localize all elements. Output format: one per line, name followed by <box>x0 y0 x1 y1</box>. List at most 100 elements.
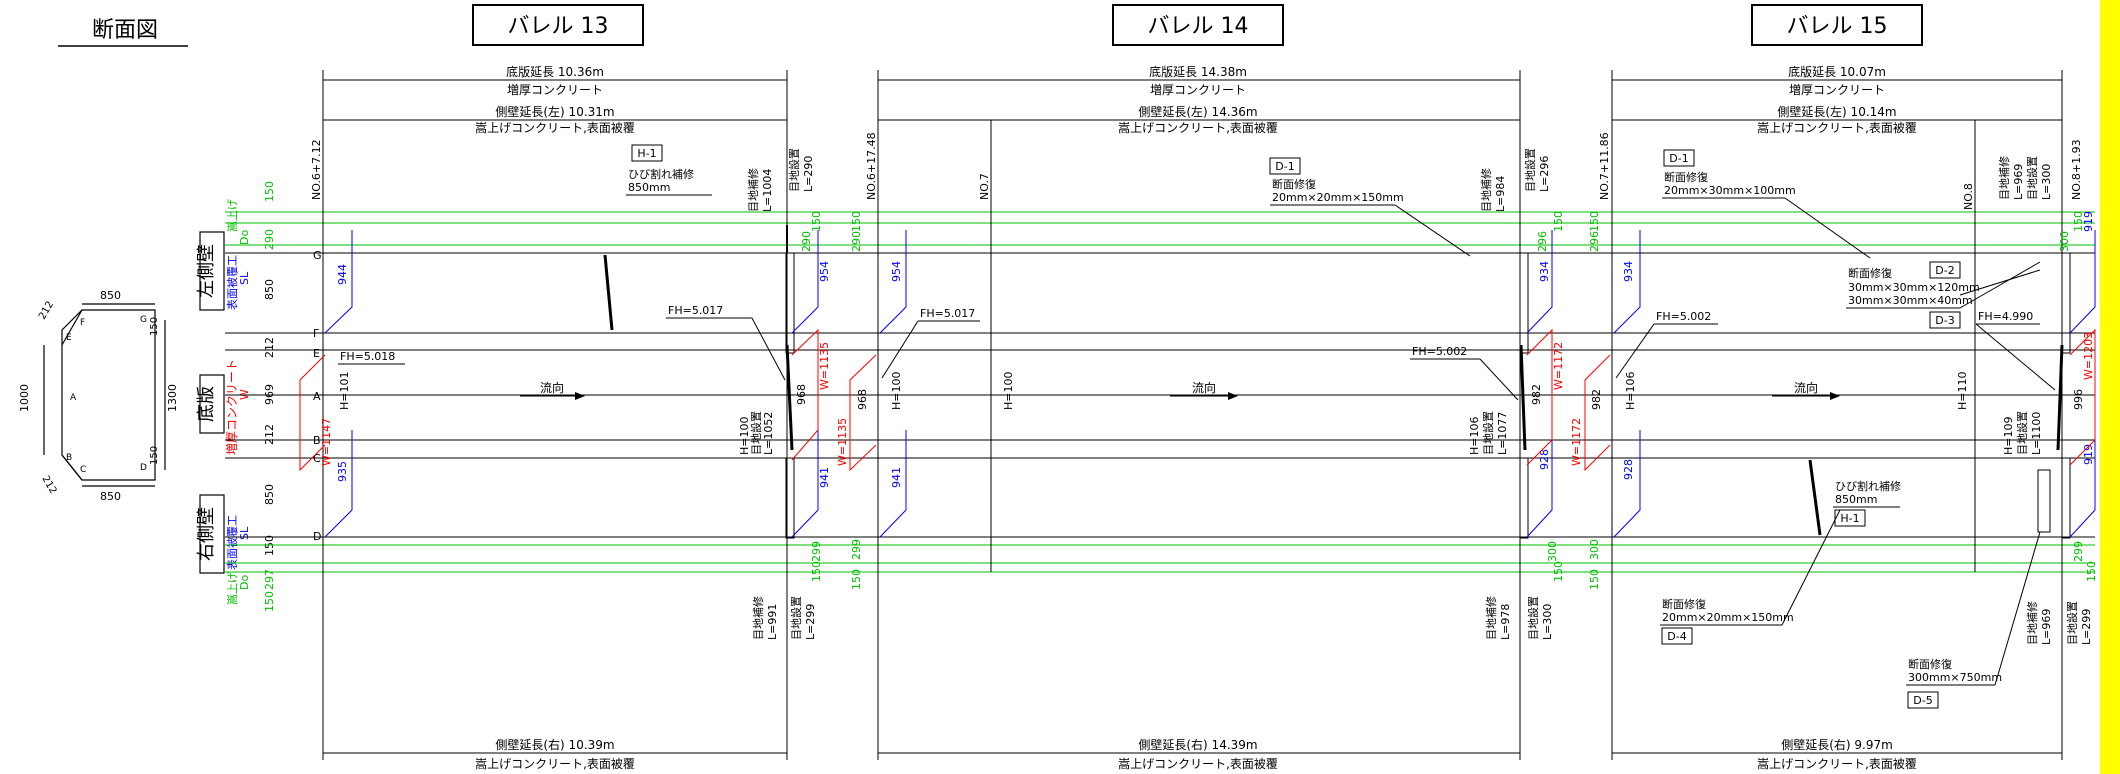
b14-dim-right-mid: 982 <box>1530 384 1543 405</box>
b13-green-r-bot2: 150 <box>810 561 823 582</box>
b13-green-r-top1: 150 <box>810 211 823 232</box>
b15-d2-box <box>1929 261 1961 279</box>
rowdim-top1: 150 <box>263 181 276 202</box>
b13-bottom-work: 増厚コンクリート <box>507 83 603 97</box>
b14-green-l-bot2: 150 <box>850 569 863 590</box>
b15-d4-text1: 断面修復 <box>1662 597 1706 611</box>
b13-blue-left-top <box>324 230 353 334</box>
b15-bot-repair-L: L=969 <box>2040 609 2053 645</box>
b13-rightwall-work: 嵩上げコンクリート,表面被覆 <box>475 757 635 771</box>
section-title: 断面図 <box>92 18 158 43</box>
yellow-margin-band <box>2100 0 2120 774</box>
b15-bot-setting: 目地設置 <box>2065 601 2079 645</box>
top-do-label: Do <box>238 230 251 245</box>
b13-green-r-bot1: 299 <box>810 541 823 562</box>
b14-d1-tag: D-1 <box>1275 160 1294 173</box>
bot-sl-label: SL <box>238 526 251 540</box>
left-wall-box <box>199 231 225 311</box>
b15-h1-text2: 850mm <box>1835 493 1877 506</box>
b13-bot-repair-L: L=991 <box>766 604 779 640</box>
b14-dim-right-top: 934 <box>1538 261 1551 282</box>
top-coat-label: 表面被覆工 <box>225 255 239 310</box>
b14-dim-left-w: W=1135 <box>836 418 849 466</box>
b15-d3-box <box>1929 311 1961 329</box>
b15-h-right: H=109 <box>2002 417 2015 455</box>
b15-d4-tag: D-4 <box>1667 630 1686 643</box>
b15-bot-setting-L: L=299 <box>2080 609 2093 645</box>
b14-green-r-top1: 150 <box>1552 211 1565 232</box>
b15-blue-right-top <box>2069 230 2096 334</box>
cs-pt-A: A <box>70 393 77 403</box>
barrel-15: バレル 15 底版延長 10.07m 増厚コンクリート 側壁延長(左) 10.1… <box>1570 4 2098 771</box>
bottom-label: 底版 <box>196 386 217 422</box>
rowdim-wall-bot: 850 <box>263 484 276 505</box>
b14-dim-left-bot: 941 <box>890 467 903 488</box>
cs-haunch-br: 150 <box>149 446 160 465</box>
b15-dim-left-mid: 982 <box>1590 389 1603 410</box>
b13-bot-setting-L: L=299 <box>804 604 817 640</box>
rowdim-top2: 290 <box>263 229 276 250</box>
b15-d1-text2: 20mm×30mm×100mm <box>1664 184 1796 197</box>
b15-h-left: H=106 <box>1624 372 1637 410</box>
b15-d4-box <box>1661 627 1693 645</box>
b14-blue-left-bot <box>879 430 907 538</box>
b14-green-l-top2: 290 <box>850 231 863 252</box>
b15-station-mid: NO.8 <box>1962 183 1975 210</box>
b13-top-setting: 目地設置 <box>787 148 801 192</box>
b14-leftwall-work: 嵩上げコンクリート,表面被覆 <box>1118 121 1278 135</box>
barrel-14-title-box <box>1112 4 1284 46</box>
row-labels: 左側壁 底版 右側壁 嵩上げ Do 表面被覆工 SL 増厚コンクリート W 表面… <box>196 199 251 605</box>
b15-top-repair: 目地補修 <box>1997 156 2011 200</box>
b15-d5-text1: 断面修復 <box>1908 657 1952 671</box>
b14-leftwall-length: 側壁延長(左) 14.36m <box>1138 104 1257 119</box>
b14-dim-left-top: 954 <box>890 261 903 282</box>
b14-top-repair: 目地補修 <box>1479 168 1493 212</box>
b15-d5-leader <box>1994 531 2041 686</box>
b15-station: NO.7+11.86 <box>1598 132 1611 200</box>
b15-top-setting-L: L=300 <box>2040 164 2053 200</box>
b14-station: NO.6+17.48 <box>865 132 878 200</box>
b14-green-r-bot1: 300 <box>1546 541 1559 562</box>
b14-fh-left-leader <box>881 320 919 379</box>
b15-green-r-top1: 150 <box>2072 211 2085 232</box>
b15-red-left <box>1584 354 1611 472</box>
b14-h-right: H=106 <box>1468 417 1481 455</box>
b14-rightwall-length: 側壁延長(右) 14.39m <box>1138 737 1257 752</box>
barrel-14: バレル 14 底版延長 14.38m 増厚コンクリート 側壁延長(左) 14.3… <box>836 4 1565 771</box>
b15-rightwall-length: 側壁延長(右) 9.97m <box>1781 737 1893 752</box>
thick-concrete-label: 増厚コンクリート <box>225 359 239 455</box>
b13-blue-right-bot <box>791 430 819 538</box>
b14-station-mid: NO.7 <box>978 173 991 200</box>
cs-pt-B: B <box>66 453 72 463</box>
b13-dim-right-mid: 968 <box>795 384 808 405</box>
b15-blue-left-top <box>1613 230 1641 334</box>
b13-green-r-top2: 290 <box>800 231 813 252</box>
b13-dim-left-bot: 935 <box>336 461 349 482</box>
cs-pt-F: F <box>80 318 85 328</box>
b14-blue-left-top <box>879 230 907 334</box>
b15-red-right <box>2069 328 2096 466</box>
b15-d23-text3: 30mm×30mm×40mm <box>1848 294 1973 307</box>
b13-dim-right-bot: 941 <box>818 467 831 488</box>
b14-green-l-bot1: 299 <box>850 539 863 560</box>
b15-dim-right-top: 919 <box>2082 211 2095 232</box>
b15-bottom-work: 増厚コンクリート <box>1789 83 1885 97</box>
b14-green-r-top2: 296 <box>1536 231 1549 252</box>
b13-joint-hatch-top <box>785 252 795 354</box>
b13-joint-L-mid: L=1052 <box>762 412 775 455</box>
b13-h1-text1: ひび割れ補修 <box>628 167 694 181</box>
cs-pt-G: G <box>140 315 147 325</box>
b13-top-repair: 目地補修 <box>746 168 760 212</box>
b13-bot-setting: 目地設置 <box>789 596 803 640</box>
haunch-line-bot <box>61 454 83 481</box>
b13-fh-left: FH=5.018 <box>340 350 395 363</box>
cs-dim-bottom: 850 <box>100 490 121 503</box>
b15-d1-box <box>1663 149 1695 167</box>
b15-joint-L-mid: L=1100 <box>2030 412 2043 455</box>
b15-h-mid: H=110 <box>1956 372 1969 410</box>
cs-haunch-tr: 150 <box>149 317 160 336</box>
b14-joint-L-mid: L=1077 <box>1496 412 1509 455</box>
b15-joint-hatch-bot <box>2061 457 2071 539</box>
b15-d23-text1: 断面修復 <box>1848 266 1892 280</box>
left-wall-label: 左側壁 <box>196 244 217 298</box>
